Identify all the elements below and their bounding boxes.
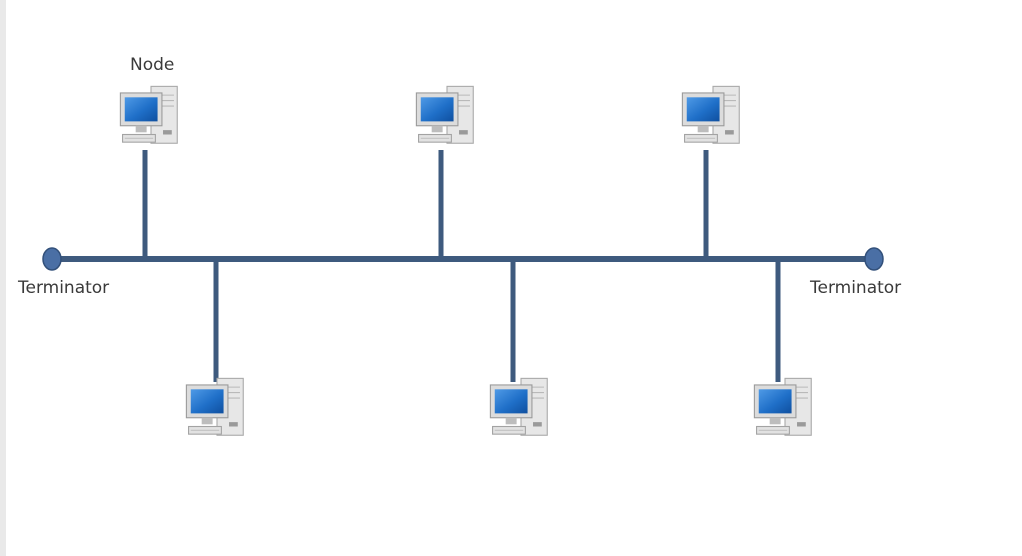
computer-icon <box>185 377 244 436</box>
terminator-left-label: Terminator <box>18 278 110 298</box>
terminator-right-icon <box>864 247 884 271</box>
computer-icon <box>681 85 740 144</box>
terminator-right-label: Terminator <box>810 278 902 298</box>
computer-icon <box>415 85 474 144</box>
computer-icon <box>489 377 548 436</box>
computer-icon <box>119 85 178 144</box>
computer-icon <box>753 377 812 436</box>
terminator-left-icon <box>42 247 62 271</box>
node-label: Node <box>130 55 175 75</box>
left-edge-bar <box>0 0 6 556</box>
